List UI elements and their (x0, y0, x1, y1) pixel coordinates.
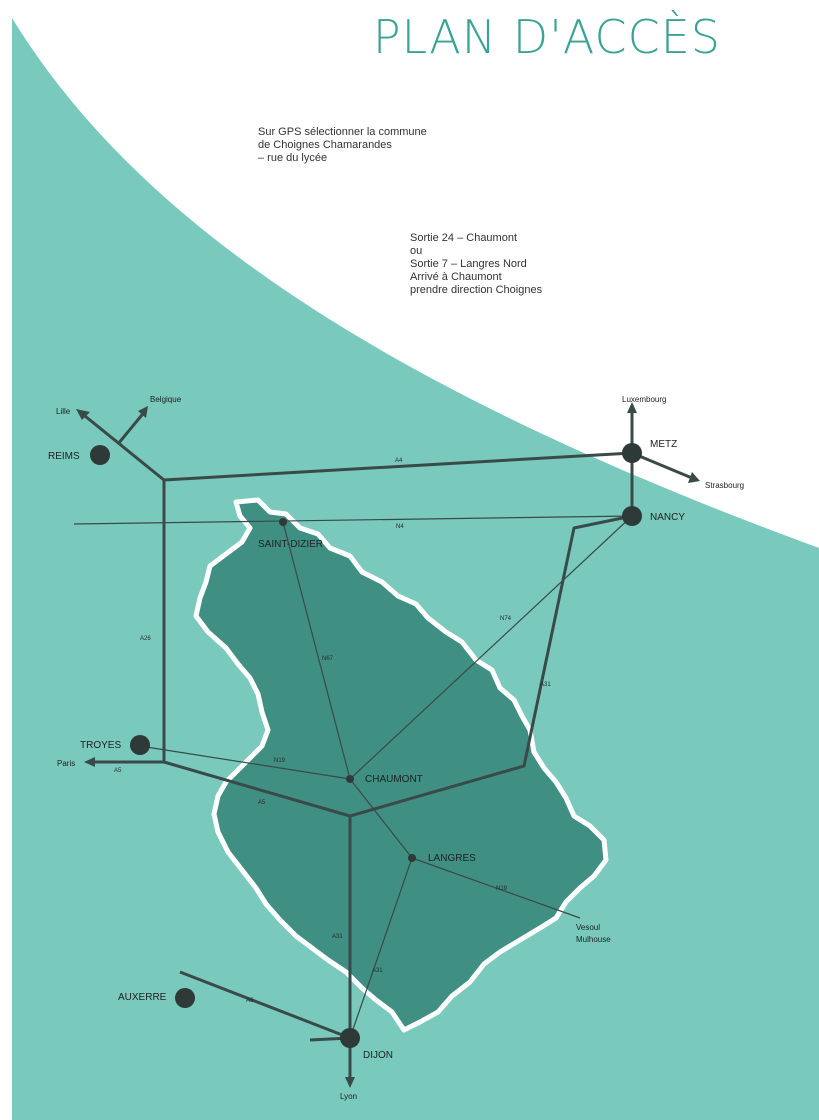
dijon-marker (340, 1028, 360, 1048)
exit-line: Arrivé à Chaumont (410, 271, 502, 283)
lyon-label: Lyon (340, 1092, 357, 1101)
belgique-label: Belgique (150, 395, 182, 404)
nancy-marker (622, 506, 642, 526)
road-a6 (179, 970, 351, 1040)
langres-marker (408, 854, 416, 862)
exit-line: Sortie 24 – Chaumont (410, 232, 518, 244)
road-label-a31: A31 (540, 682, 551, 688)
exit-line: Sortie 7 – Langres Nord (410, 258, 527, 270)
road-label-n74: N74 (500, 616, 512, 622)
road-label-a5-south: A5 (258, 800, 266, 806)
direction-arrows (76, 402, 700, 1088)
langres-label: LANGRES (428, 853, 476, 864)
motorways (79, 409, 693, 1080)
auxerre-label: AUXERRE (118, 992, 167, 1003)
vesoul-label: Vesoul (576, 923, 600, 932)
road-n74 (349, 515, 633, 780)
metz-label: METZ (650, 439, 677, 450)
gps-line: – rue du lycée (258, 152, 328, 164)
road-a31-langres-dijon (349, 857, 413, 1039)
road-n4 (73, 515, 633, 525)
road-label-a31-langres: A31 (372, 968, 383, 974)
metz-marker (622, 443, 642, 463)
paris-label: Paris (57, 759, 75, 768)
gps-line: Sur GPS sélectionner la commune (258, 126, 427, 138)
city-markers (90, 443, 642, 1048)
reims-marker (90, 445, 110, 465)
road-label-n19: N19 (496, 886, 508, 892)
road-strasbourg (631, 451, 693, 480)
strasbourg-label: Strasbourg (705, 481, 744, 490)
arrow-lyon (345, 1077, 355, 1088)
luxembourg-label: Luxembourg (622, 395, 666, 404)
mulhouse-label: Mulhouse (576, 935, 611, 944)
chaumont-marker (346, 775, 354, 783)
exit-line: ou (410, 245, 423, 257)
department-shape (193, 497, 609, 1033)
road-label-a4: A4 (395, 458, 403, 464)
saint-dizier-label: SAINT-DIZIER (258, 539, 323, 550)
road-label-n4: N4 (396, 524, 404, 530)
road-a5-west (90, 760, 351, 818)
arrow-belgique (138, 406, 148, 418)
teal-background (12, 18, 819, 1120)
exit-line: prendre direction Choignes (410, 284, 543, 296)
exit-instructions: Sortie 24 – Chaumont ou Sortie 7 – Langr… (410, 232, 542, 297)
road-chaumont-langres (349, 778, 413, 859)
reims-label: REIMS (48, 451, 80, 462)
road-label-a6: A6 (246, 998, 254, 1004)
road-belgique (116, 409, 148, 445)
secondary-roads (73, 515, 633, 1039)
page-title: PLAN D'ACCÈS (372, 10, 721, 64)
chaumont-label: CHAUMONT (365, 774, 423, 785)
road-n19-troyes (139, 745, 351, 780)
road-label-a26: A26 (140, 636, 151, 642)
auxerre-marker (175, 988, 195, 1008)
gps-instructions: Sur GPS sélectionner la commune de Choig… (258, 126, 427, 165)
nancy-label: NANCY (650, 512, 685, 523)
gps-line: de Choignes Chamarandes (258, 139, 392, 151)
lille-label: Lille (56, 407, 71, 416)
saint-dizier-marker (279, 518, 287, 526)
arrow-luxembourg (627, 402, 637, 413)
troyes-label: TROYES (80, 740, 121, 751)
road-n19-vesoul (411, 857, 581, 919)
road-label-a5-west: A5 (114, 768, 122, 774)
road-a31-east (349, 453, 634, 818)
arrow-strasbourg (688, 472, 700, 483)
road-label-n19-troyes: N19 (274, 758, 286, 764)
road-label-a31-south: A31 (332, 934, 343, 940)
arrow-paris (84, 757, 95, 767)
dijon-label: DIJON (363, 1050, 393, 1061)
road-n67 (282, 521, 351, 780)
road-label-n67: N67 (322, 656, 334, 662)
troyes-marker (130, 735, 150, 755)
arrow-lille (76, 409, 90, 420)
